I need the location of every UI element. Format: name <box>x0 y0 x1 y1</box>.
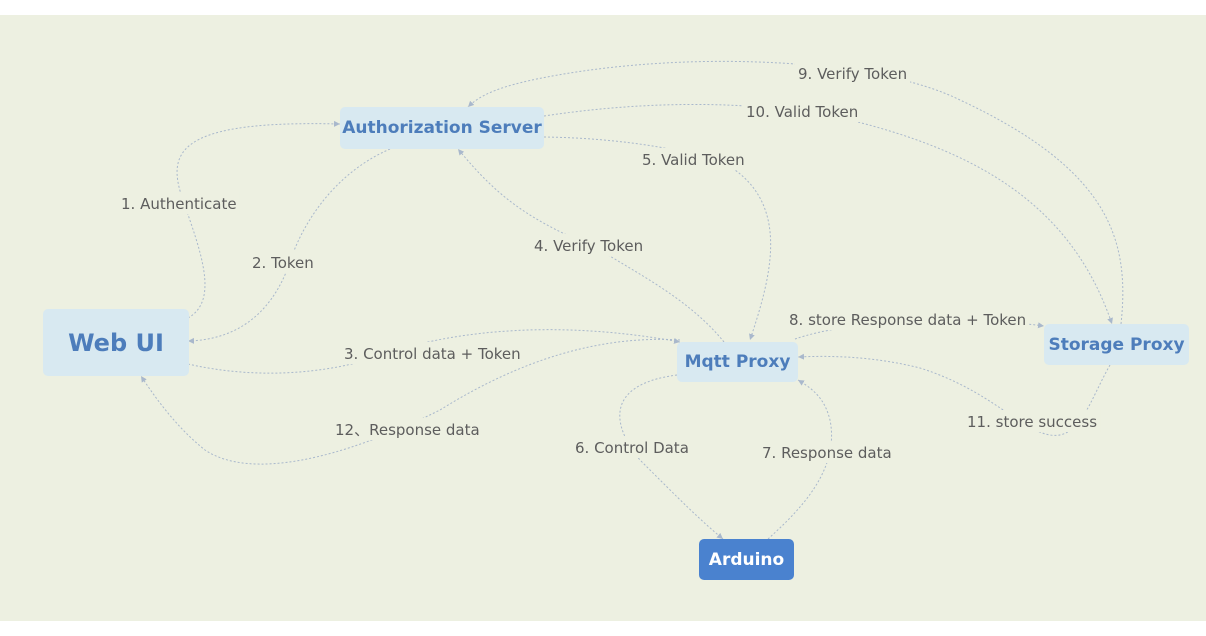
svg-text:12、Response data: 12、Response data <box>335 421 480 439</box>
svg-text:6. Control Data: 6. Control Data <box>575 439 689 457</box>
svg-text:11. store success: 11. store success <box>967 413 1097 431</box>
edge-label-1: 1. Authenticate <box>118 192 240 214</box>
edge-label-11: 11. store success <box>964 410 1101 432</box>
node-web-ui[interactable]: Web UI <box>43 309 189 376</box>
node-authorization-server[interactable]: Authorization Server <box>340 107 544 149</box>
node-storage-proxy[interactable]: Storage Proxy <box>1044 324 1189 365</box>
edge-path-12 <box>140 338 681 465</box>
svg-text:1. Authenticate: 1. Authenticate <box>121 195 237 213</box>
edge-path-7 <box>767 379 832 540</box>
node-label: Web UI <box>68 328 164 357</box>
edge-label-3: 3. Control data + Token <box>341 342 524 364</box>
node-label: Storage Proxy <box>1048 334 1185 355</box>
edge-label-5: 5. Valid Token <box>639 148 748 170</box>
svg-text:8. store Response data + Token: 8. store Response data + Token <box>789 311 1026 329</box>
edge-label-10: 10. Valid Token <box>743 100 862 122</box>
svg-text:9. Verify Token: 9. Verify Token <box>798 65 907 83</box>
node-label: Arduino <box>708 549 785 570</box>
edge-path-1 <box>176 120 341 319</box>
svg-text:3. Control data + Token: 3. Control data + Token <box>344 345 521 363</box>
svg-text:4. Verify Token: 4. Verify Token <box>534 237 643 255</box>
edge-label-12: 12、Response data <box>332 418 483 440</box>
edge-label-7: 7. Response data <box>759 441 895 463</box>
edge-label-6: 6. Control Data <box>572 436 692 458</box>
svg-text:10. Valid Token: 10. Valid Token <box>746 103 858 121</box>
svg-text:2. Token: 2. Token <box>252 254 314 272</box>
edge-path-2 <box>187 148 391 344</box>
svg-text:7. Response data: 7. Response data <box>762 444 892 462</box>
edge-label-8: 8. store Response data + Token <box>786 308 1030 330</box>
node-label: Authorization Server <box>342 118 542 138</box>
edge-path-3 <box>187 329 681 374</box>
edge-path-9 <box>467 60 1124 325</box>
node-arduino[interactable]: Arduino <box>699 539 794 580</box>
edge-path-10 <box>543 103 1113 325</box>
node-mqtt-proxy[interactable]: Mqtt Proxy <box>677 342 798 382</box>
edge-label-4: 4. Verify Token <box>531 234 647 256</box>
edge-label-9: 9. Verify Token <box>795 62 911 84</box>
svg-text:5. Valid Token: 5. Valid Token <box>642 151 745 169</box>
edge-label-2: 2. Token <box>249 251 317 273</box>
node-label: Mqtt Proxy <box>684 352 791 372</box>
